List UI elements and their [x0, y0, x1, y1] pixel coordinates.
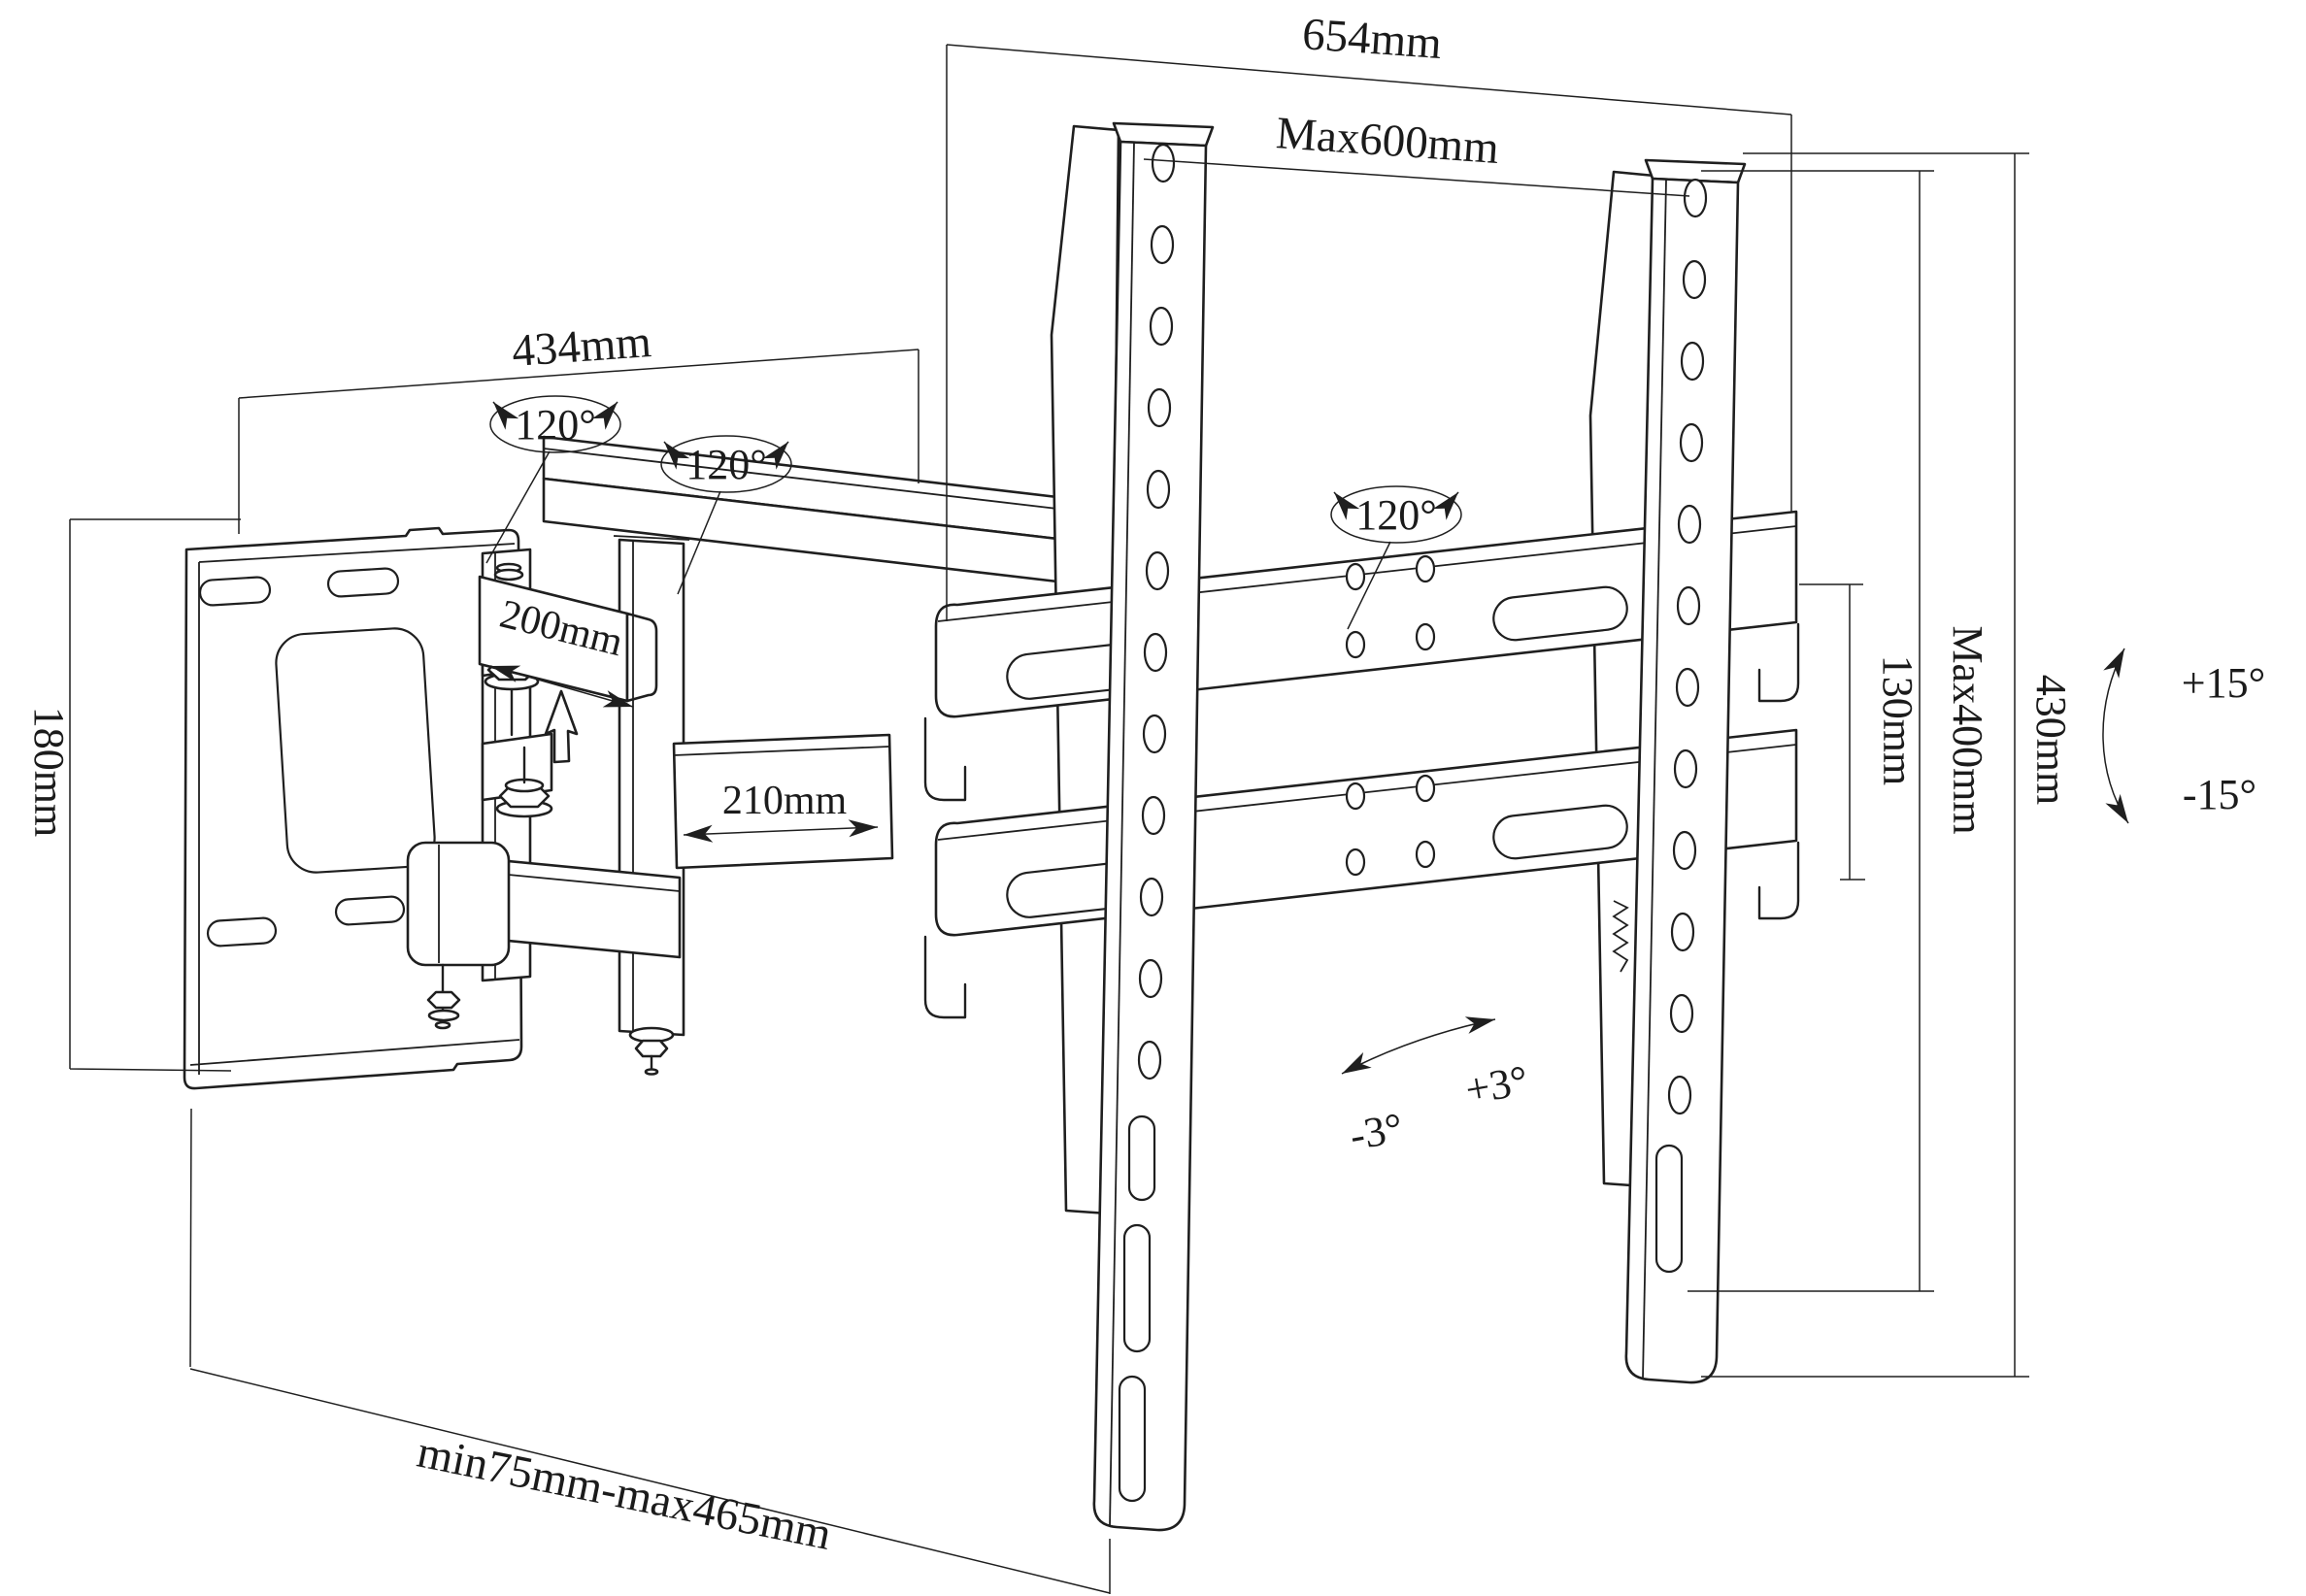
lower-bolt	[495, 746, 553, 818]
arrow-210mm	[683, 819, 879, 843]
wall-plate	[183, 526, 523, 1090]
swivel-callout-left	[485, 395, 621, 564]
wall-plate-slots	[198, 567, 406, 948]
dim-max-width-label: Max600mm	[1275, 108, 1501, 174]
level-minus-label: -3°	[1347, 1104, 1407, 1160]
dim-extension-range-label: min75mm-max465mm	[413, 1427, 835, 1560]
right-rail	[1624, 158, 1747, 1384]
post-b-bolt	[628, 1026, 675, 1076]
up-arrow-icon	[544, 689, 579, 764]
upper-left-hook	[923, 716, 967, 802]
lower-right-hook	[1757, 841, 1800, 920]
dim-wall-plate-height-label: 180mm	[25, 707, 73, 837]
wall-plate-cutout	[275, 627, 436, 874]
dim-max-height-label: Max400mm	[1944, 625, 1991, 834]
dim-wall-plate-width-label: 434mm	[511, 316, 653, 377]
lower-arm	[406, 841, 682, 1030]
arrow-200mm	[489, 665, 634, 708]
tilt-down-label: -15°	[2183, 771, 2256, 818]
lower-left-hook	[923, 935, 967, 1019]
left-rail-holes	[1118, 143, 1176, 1503]
upper-crossbar-holes	[1345, 554, 1436, 659]
tilt-up-label: +15°	[2182, 659, 2265, 707]
right-rail-holes	[1654, 178, 1708, 1274]
dim-crossbar-height-label: 130mm	[1874, 655, 1922, 785]
upper-right-hook	[1757, 622, 1800, 703]
tilt-arc	[2102, 648, 2129, 824]
dim-bracket-height-label: 430mm	[2027, 675, 2075, 805]
dim-overall-width-label: 654mm	[1301, 9, 1444, 69]
swivel-right-label: 120°	[1355, 491, 1437, 539]
lower-arm-bolt	[426, 963, 461, 1030]
dimension-lines	[69, 44, 2029, 1594]
spring	[1612, 900, 1629, 973]
swivel-callout-right	[1330, 485, 1462, 630]
level-plus-label: +3°	[1462, 1056, 1532, 1114]
left-rail	[1092, 121, 1215, 1532]
swivel-left-label: 120°	[515, 401, 596, 449]
dim-arm-section-label: 210mm	[722, 779, 848, 823]
swivel-middle-label: 120°	[685, 441, 767, 488]
level-arc	[1341, 1016, 1496, 1075]
swivel-callout-middle	[660, 435, 792, 595]
lower-crossbar-holes	[1345, 774, 1436, 877]
